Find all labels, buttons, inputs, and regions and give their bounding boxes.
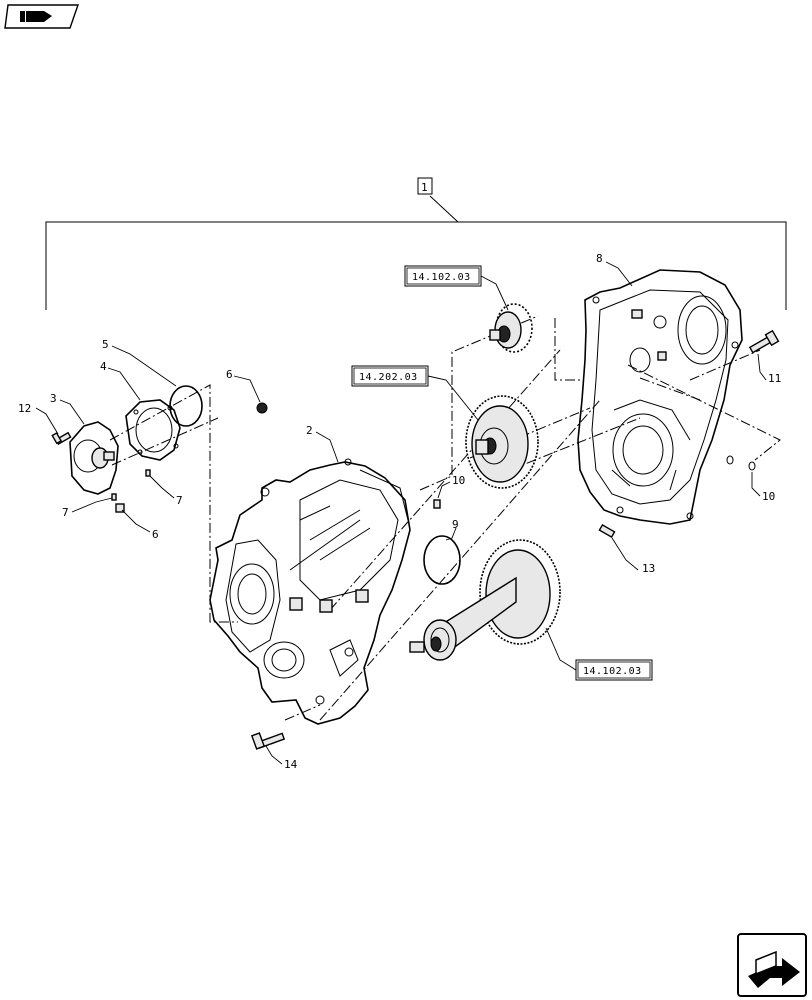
assembly-bracket: 1 — [45, 177, 787, 310]
svg-text:10: 10 — [762, 490, 775, 503]
svg-text:14.102.03: 14.102.03 — [412, 272, 471, 283]
svg-text:10: 10 — [452, 474, 465, 487]
svg-text:7: 7 — [62, 506, 69, 519]
label-5: 5 — [102, 338, 177, 387]
ref-box-gear-shaft: 14.102.03 — [545, 627, 653, 681]
mid-gear — [465, 395, 539, 489]
svg-text:7: 7 — [176, 494, 183, 507]
svg-text:3: 3 — [50, 392, 57, 405]
plug-6b — [115, 503, 125, 513]
dowel-13 — [598, 523, 616, 539]
label-6a: 6 — [226, 368, 261, 403]
pin-7a — [111, 493, 117, 501]
svg-text:14.102.03: 14.102.03 — [583, 666, 642, 677]
ref-box-small-gear: 14.102.03 — [404, 265, 509, 311]
gasket-4 — [125, 399, 181, 461]
label-6b: 6 — [121, 509, 159, 541]
label-8: 8 — [596, 252, 633, 287]
svg-text:8: 8 — [596, 252, 603, 265]
disc-9 — [423, 535, 461, 585]
svg-text:5: 5 — [102, 338, 109, 351]
svg-text:12: 12 — [18, 402, 31, 415]
book-navigation-icon[interactable] — [4, 4, 79, 29]
svg-text:6: 6 — [152, 528, 159, 541]
label-7b: 7 — [149, 475, 183, 507]
label-4: 4 — [100, 360, 141, 401]
label-2: 2 — [306, 424, 339, 463]
assembly-callout: 1 — [421, 181, 428, 194]
screw-12 — [51, 431, 72, 446]
main-housing — [209, 458, 411, 725]
rings-10b — [726, 455, 756, 471]
bolt-14 — [250, 732, 286, 750]
bolt-11 — [748, 329, 780, 354]
label-12: 12 — [18, 402, 59, 435]
label-7a: 7 — [62, 497, 113, 519]
svg-text:6: 6 — [226, 368, 233, 381]
label-11: 11 — [757, 353, 781, 385]
svg-text:14.202.03: 14.202.03 — [359, 372, 418, 383]
label-13: 13 — [611, 537, 655, 575]
pin-10a — [433, 499, 441, 509]
o-ring-5 — [169, 385, 203, 427]
svg-text:4: 4 — [100, 360, 107, 373]
label-14: 14 — [265, 745, 298, 771]
label-3: 3 — [50, 392, 85, 425]
pump-body-3 — [69, 421, 119, 495]
svg-text:14: 14 — [284, 758, 298, 771]
label-9: 9 — [445, 518, 459, 541]
label-10a: 10 — [437, 474, 465, 499]
label-10b: 10 — [751, 472, 775, 503]
pin-7b — [145, 469, 151, 477]
svg-text:9: 9 — [452, 518, 459, 531]
ref-box-mid-gear: 14.202.03 — [351, 365, 479, 421]
next-page-arrow-icon[interactable] — [737, 933, 807, 997]
small-gear — [489, 303, 533, 353]
svg-text:13: 13 — [642, 562, 655, 575]
svg-text:11: 11 — [768, 372, 781, 385]
svg-text:2: 2 — [306, 424, 313, 437]
rear-cover — [577, 269, 743, 525]
plug-6a — [256, 402, 268, 414]
gear-shaft — [409, 539, 561, 661]
